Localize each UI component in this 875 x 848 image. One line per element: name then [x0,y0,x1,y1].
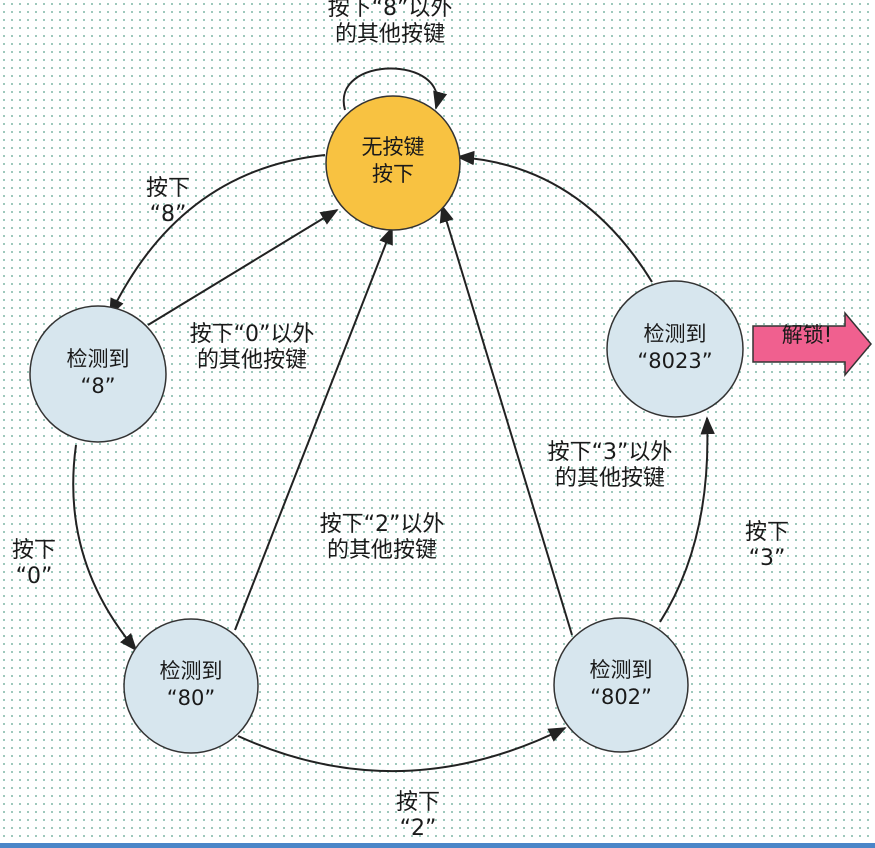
node-8-label: 检测到 “8” [66,347,130,398]
edge-self-loop [342,67,448,111]
edge-label-80-back: 按下“2”以外 的其他按键 [319,512,445,563]
edge-label-80-to-802: 按下 “2” [395,790,440,841]
edge-80-to-802 [237,727,567,773]
edge-label-802-back: 按下“3”以外 的其他按键 [547,440,673,491]
edge-label-802-to-8023: 按下 “3” [744,520,789,571]
edge-80-to-start [234,226,393,631]
bottom-bar [0,843,875,848]
edge-8023-to-start [456,150,653,283]
node-start-label: 无按键 按下 [361,135,425,186]
edge-8-to-80 [72,444,138,652]
node-8023-label: 检测到 “8023” [637,322,713,373]
edge-8-to-start [147,209,339,326]
node-802 [553,617,689,753]
node-802-label: 检测到 “802” [589,658,653,709]
node-8023 [606,280,744,418]
edge-802-to-start [439,204,573,636]
node-8 [29,305,167,443]
unlock-label: 解锁! [781,323,833,347]
edge-start-to-8 [109,154,326,317]
edge-label-8-to-80: 按下 “0” [11,538,56,589]
unlock-arrow-shape [752,310,872,378]
node-80 [123,618,259,754]
edge-label-self-loop: 按下“8”以外 的其他按键 [327,0,453,47]
edge-802-to-8023 [659,416,715,623]
edge-label-8-back: 按下“0”以外 的其他按键 [189,322,315,373]
edge-label-start-to-8: 按下 “8” [145,176,190,227]
node-start [325,95,461,231]
node-80-label: 检测到 “80” [159,659,223,710]
